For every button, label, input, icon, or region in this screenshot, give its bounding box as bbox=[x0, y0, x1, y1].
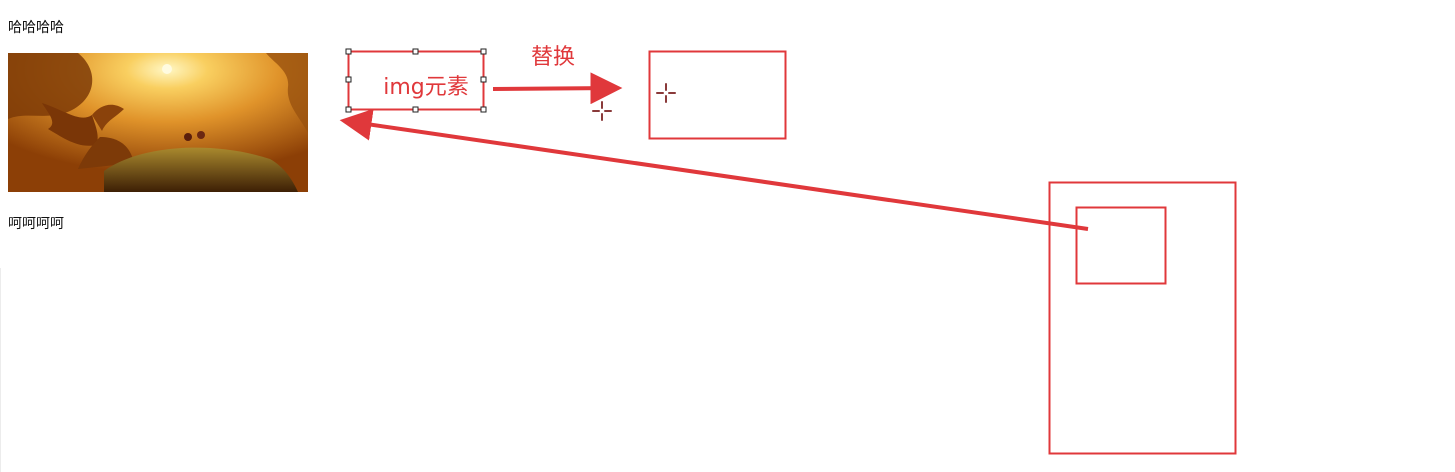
resize-handle-icon[interactable] bbox=[480, 48, 487, 55]
resize-handles[interactable] bbox=[345, 48, 487, 113]
replace-arrow bbox=[492, 72, 623, 105]
text-line-hehe: 呵呵呵呵 bbox=[8, 216, 64, 232]
left-edge-rule bbox=[0, 268, 1, 472]
left-cloud-mass bbox=[8, 53, 93, 119]
move-cursor-icon bbox=[656, 83, 676, 103]
resize-handle-icon[interactable] bbox=[345, 76, 352, 83]
img-element-label: img元素 bbox=[383, 75, 469, 100]
page-outline-box bbox=[1048, 181, 1237, 455]
inner-element-box bbox=[1075, 206, 1167, 285]
move-cursor-icon bbox=[592, 101, 612, 121]
text-line-haha: 哈哈哈哈 bbox=[8, 20, 64, 36]
tree-base bbox=[78, 137, 134, 169]
img-element-box[interactable] bbox=[347, 50, 485, 111]
right-cloud-mass bbox=[266, 53, 308, 133]
replacement-target-box bbox=[648, 50, 787, 140]
tree-branch bbox=[92, 104, 124, 131]
sky-illustration-image bbox=[8, 53, 308, 192]
replace-label: 替换 bbox=[531, 45, 575, 70]
resize-handle-icon[interactable] bbox=[480, 106, 487, 113]
tree-trunk-left bbox=[42, 103, 98, 146]
character-1 bbox=[184, 133, 192, 141]
return-arrow bbox=[339, 108, 1089, 231]
resize-handle-icon[interactable] bbox=[345, 48, 352, 55]
resize-handle-icon[interactable] bbox=[480, 76, 487, 83]
resize-handle-icon[interactable] bbox=[345, 106, 352, 113]
sun bbox=[162, 64, 172, 74]
character-2 bbox=[197, 131, 205, 139]
resize-handle-icon[interactable] bbox=[412, 48, 419, 55]
sky-illustration-svg bbox=[8, 53, 308, 192]
resize-handle-icon[interactable] bbox=[412, 106, 419, 113]
floating-island bbox=[104, 147, 298, 192]
